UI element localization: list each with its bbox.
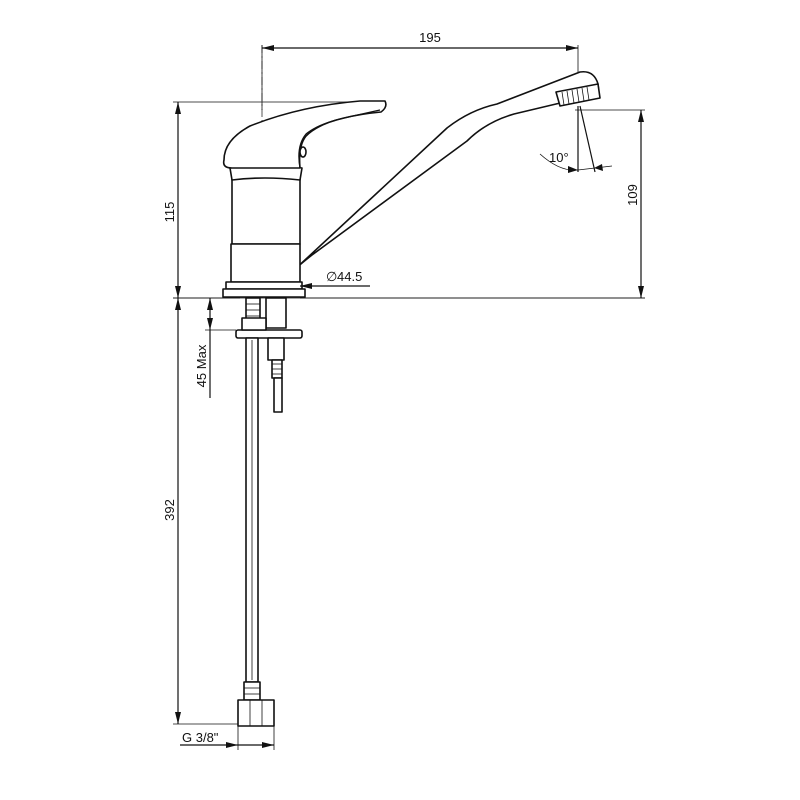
dim-mount-thickness-label: 45 Max — [194, 344, 209, 387]
stud-rod — [273, 377, 283, 413]
dim-mount-thickness: 45 Max — [194, 298, 236, 398]
dim-hose-length: 392 — [162, 298, 238, 725]
lever-handle — [222, 100, 387, 169]
hose-ferrule — [243, 681, 261, 701]
dim-spout-reach: 195 — [261, 30, 579, 110]
body-lower — [230, 243, 301, 283]
dim-hose-length-label: 392 — [162, 499, 177, 521]
dim-spout-reach-label: 195 — [419, 30, 441, 45]
dim-base-diameter-symbol: ∅ — [326, 269, 337, 284]
mounting-plate — [235, 329, 303, 339]
dim-connection-thread: G 3/8" — [180, 726, 275, 750]
mounting-nut — [241, 317, 267, 331]
dim-total-height: 115 — [162, 101, 385, 299]
dim-spray-angle: 10° — [539, 105, 613, 173]
dim-total-height-label: 115 — [162, 202, 177, 223]
dim-base-diameter: ∅ 44.5 — [300, 269, 370, 289]
lever-edge — [298, 109, 381, 169]
lever-indicator — [299, 146, 307, 158]
dim-connection-thread-label: G 3/8" — [182, 730, 219, 745]
base-ring — [225, 281, 303, 290]
hose-nut — [237, 699, 275, 727]
dim-spray-angle-label: 10° — [549, 150, 569, 165]
dim-spout-height-label: 109 — [625, 184, 640, 206]
base-flange — [222, 288, 306, 298]
dim-base-diameter-label: 44.5 — [337, 269, 362, 284]
threaded-rod — [265, 297, 287, 329]
lower-stud — [267, 337, 285, 361]
